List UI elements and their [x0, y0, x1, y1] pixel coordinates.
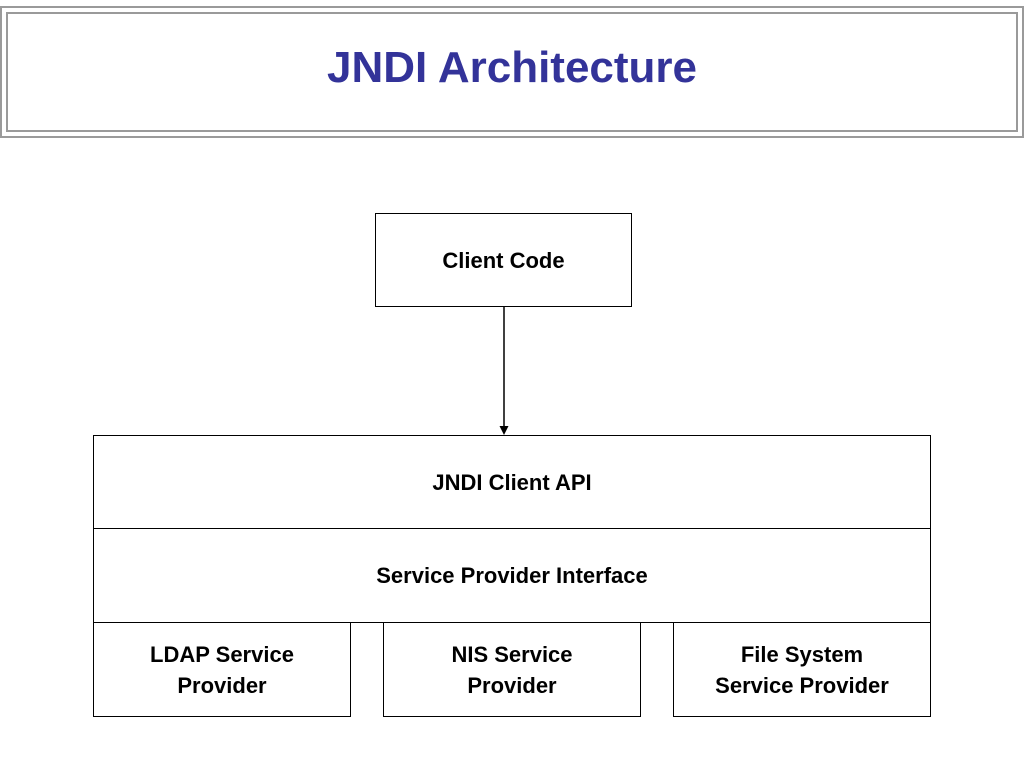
file-system-service-provider-box: File System Service Provider — [673, 622, 931, 717]
ldap-service-provider-box: LDAP Service Provider — [93, 622, 351, 717]
client-code-box: Client Code — [375, 213, 632, 307]
file-system-provider-line1: File System — [740, 641, 864, 667]
file-system-provider-line2: Service Provider — [715, 672, 889, 698]
ldap-provider-line2: Provider — [177, 672, 267, 698]
jndi-client-api-box: JNDI Client API — [93, 435, 931, 529]
nis-provider-line2: Provider — [467, 672, 557, 698]
client-code-label: Client Code — [442, 247, 565, 273]
ldap-provider-line1: LDAP Service — [150, 641, 294, 667]
slide-title: JNDI Architecture — [326, 43, 698, 92]
jndi-client-api-label: JNDI Client API — [432, 469, 592, 495]
title-frame: JNDI Architecture — [0, 6, 1024, 138]
service-provider-interface-label: Service Provider Interface — [376, 563, 648, 588]
service-provider-interface-box: Service Provider Interface — [93, 528, 931, 623]
nis-service-provider-box: NIS Service Provider — [383, 622, 641, 717]
nis-provider-line1: NIS Service — [451, 641, 573, 667]
arrow-head — [499, 426, 509, 435]
title-frame-inner: JNDI Architecture — [6, 12, 1018, 132]
